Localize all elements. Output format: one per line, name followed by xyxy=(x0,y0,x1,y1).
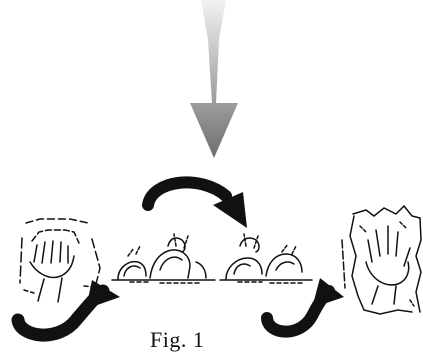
hands-pressing-left-icon xyxy=(112,234,215,283)
gradient-down-arrow-icon xyxy=(190,0,238,158)
hand-on-plate-icon xyxy=(20,219,100,302)
hand-on-textile-icon xyxy=(342,206,421,314)
curved-arrow-bottom-right-icon xyxy=(267,278,344,332)
figure-caption: Fig. 1 xyxy=(150,329,204,351)
curved-arrow-top-icon xyxy=(148,182,247,228)
curved-arrow-bottom-left-icon xyxy=(18,280,120,335)
hands-pressing-right-icon xyxy=(220,234,312,283)
